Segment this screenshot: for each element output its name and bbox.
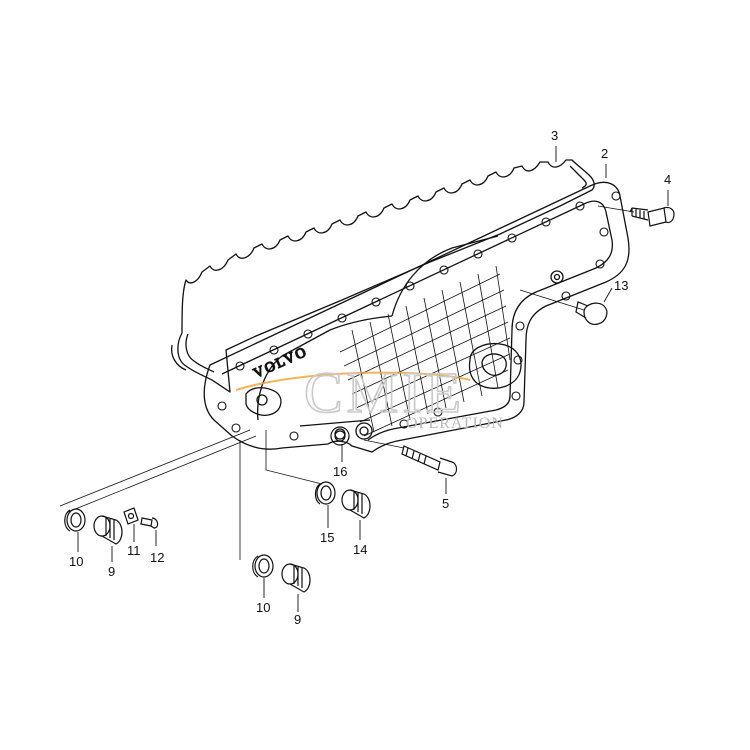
nipple-part-9-lower: [281, 563, 311, 593]
watermark: CMIE OPERATION: [235, 359, 504, 432]
screw-part-12: [140, 517, 159, 529]
watermark-sub-text: OPERATION: [406, 415, 504, 432]
clamp-part-11: [123, 507, 139, 525]
callout-4: 4: [664, 172, 671, 187]
watermark-main-text: CMIE: [304, 360, 465, 425]
leader-lines: [77, 146, 669, 612]
callout-5: 5: [442, 496, 449, 511]
seal-part-10-lower: [252, 554, 274, 578]
callout-13: 13: [614, 278, 628, 293]
gasket-part-3: [170, 159, 595, 393]
callout-16: 16: [333, 464, 347, 479]
callout-9-lower: 9: [294, 612, 301, 627]
callout-9-upper: 9: [108, 564, 115, 579]
callouts: 3 2 4 13 16 5 15 14 10 9 11 12 10 9: [69, 128, 671, 627]
seal-part-10-upper: [64, 508, 86, 532]
washer-part-16: [330, 426, 350, 446]
callout-14: 14: [353, 542, 367, 557]
callout-11: 11: [127, 543, 141, 558]
bolt-part-4: [629, 206, 675, 227]
nipple-part-14: [341, 489, 371, 519]
callout-2: 2: [601, 146, 608, 161]
nipple-part-9-upper: [93, 515, 123, 545]
callout-15: 15: [320, 530, 334, 545]
assembly-lines: [59, 205, 635, 560]
callout-3: 3: [551, 128, 558, 143]
plug-part-13: [575, 301, 608, 325]
callout-10-upper: 10: [69, 554, 83, 569]
seal-part-15: [314, 481, 336, 505]
callout-10-lower: 10: [256, 600, 270, 615]
callout-12: 12: [150, 550, 164, 565]
bolt-part-5: [401, 445, 458, 477]
